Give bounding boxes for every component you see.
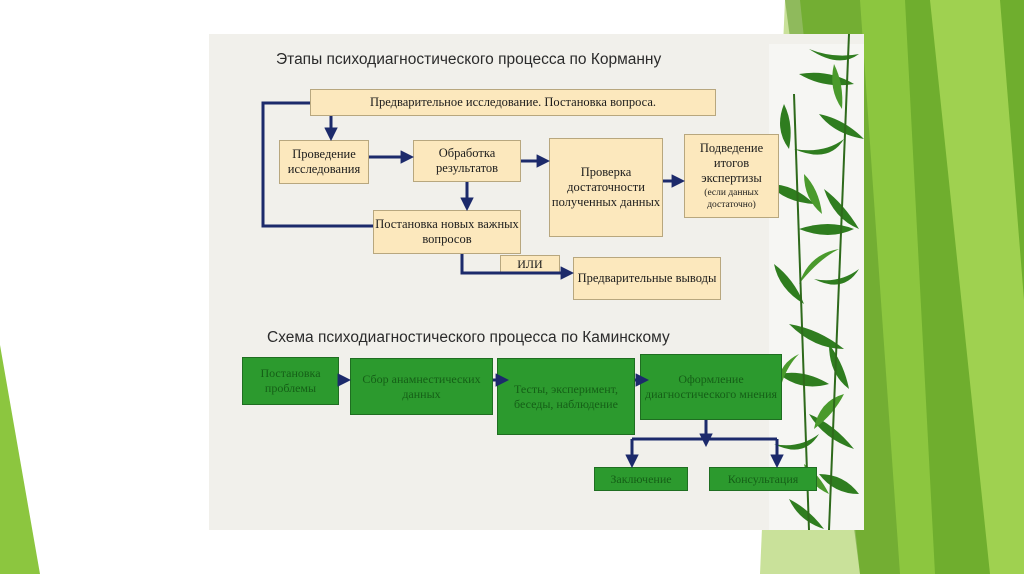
box-summary-note: (если данных достаточно) (704, 188, 759, 210)
arrow-feedback-loop (261, 101, 373, 228)
left-green-triangle (0, 345, 40, 574)
box-check-sufficiency-label: Проверка достаточности полученных данных (551, 164, 661, 210)
box-check-sufficiency: Проверка достаточности полученных данных (549, 138, 663, 237)
box-new-questions-label: Постановка новых важных вопросов (375, 216, 519, 246)
box-conclusion-label: Заключение (610, 471, 672, 486)
box-problem-statement: Постановка проблемы (242, 357, 339, 405)
box-process-results-label: Обработка результатов (435, 145, 499, 175)
box-summary: Подведение итогов экспертизы (если данны… (684, 134, 779, 218)
box-diagnostic-opinion-label: Оформление диагностического мнения (644, 372, 778, 401)
box-tests: Тесты, эксперимент, беседы, наблюдение (497, 358, 635, 435)
box-preliminary-study: Предварительное исследование. Постановка… (310, 89, 716, 116)
box-or-label: ИЛИ (517, 257, 543, 272)
box-conclusion: Заключение (594, 467, 688, 491)
box-process-results: Обработка результатов (413, 140, 521, 182)
right-triangle-accent (930, 0, 1024, 574)
box-consultation-label: Консультация (727, 471, 799, 486)
box-anamnesis-label: Сбор анамнестических данных (362, 371, 481, 401)
box-problem-statement-label: Постановка проблемы (260, 366, 321, 395)
box-summary-label: Подведение итогов экспертизы (699, 140, 764, 186)
kaminsky-title: Схема психодиагностического процесса по … (267, 329, 670, 346)
box-preliminary-study-label: Предварительное исследование. Постановка… (369, 94, 657, 109)
box-consultation: Консультация (709, 467, 817, 491)
box-anamnesis: Сбор анамнестических данных (350, 358, 493, 415)
box-preliminary-conclusions: Предварительные выводы (573, 257, 721, 300)
box-conduct-study: Проведение исследования (279, 140, 369, 184)
box-new-questions: Постановка новых важных вопросов (373, 210, 521, 254)
box-diagnostic-opinion: Оформление диагностического мнения (640, 354, 782, 420)
bamboo-leaves (769, 34, 864, 530)
box-preliminary-conclusions-label: Предварительные выводы (577, 270, 717, 285)
box-conduct-study-label: Проведение исследования (287, 146, 361, 176)
arrow-new-questions-to-conclusions (460, 254, 575, 280)
connector-arrows (261, 101, 784, 469)
korman-title: Этапы психодиагностического процесса по … (276, 51, 662, 68)
box-tests-label: Тесты, эксперимент, беседы, наблюдение (514, 381, 618, 411)
diagram-image: Этапы психодиагностического процесса по … (209, 34, 864, 530)
